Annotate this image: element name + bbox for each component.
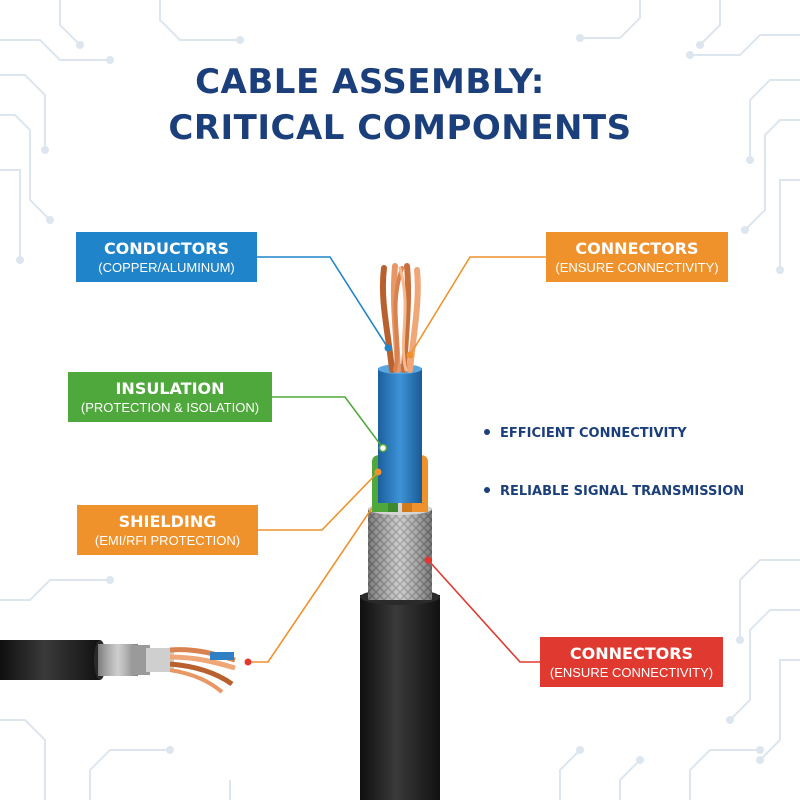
bullet-text: RELIABLE SIGNAL TRANSMISSION: [500, 484, 745, 499]
leader-lines: [248, 256, 546, 663]
label-connectors-top-sub: (ENSURE CONNECTIVITY): [555, 259, 719, 275]
braided-shield: [368, 503, 432, 600]
bullet-item: RELIABLE SIGNAL TRANSMISSION: [484, 484, 744, 499]
bullet-dot-icon: [484, 428, 490, 435]
outer-jacket: [360, 589, 440, 800]
bullet-text: EFFICIENT CONNECTIVITY: [500, 426, 687, 441]
label-conductors-heading: CONDUCTORS: [103, 238, 230, 258]
inner-insulation-core: [378, 364, 422, 503]
label-insulation: INSULATION (PROTECTION & ISOLATION): [68, 372, 272, 422]
leader-dots: [244, 344, 432, 666]
bullet-item: EFFICIENT CONNECTIVITY: [484, 426, 687, 441]
label-connectors-top: CONNECTORS (ENSURE CONNECTIVITY): [546, 232, 728, 282]
label-connectors-top-heading: CONNECTORS: [575, 238, 699, 258]
label-connectors-bottom-heading: CONNECTORS: [569, 643, 694, 663]
title-line-2: CRITICAL COMPONENTS: [168, 108, 632, 148]
label-insulation-heading: INSULATION: [115, 378, 225, 398]
label-shielding-sub: (EMI/RFI PROTECTION): [94, 532, 241, 548]
label-connectors-bottom: CONNECTORS (ENSURE CONNECTIVITY): [540, 637, 723, 687]
label-insulation-sub: (PROTECTION & ISOLATION): [80, 399, 260, 415]
side-cable: [0, 640, 236, 694]
copper-strands: [379, 263, 421, 373]
label-connectors-bottom-sub: (ENSURE CONNECTIVITY): [549, 664, 714, 680]
label-conductors-sub: (COPPER/ALUMINUM): [98, 259, 235, 275]
bullet-dot-icon: [484, 486, 490, 493]
label-shielding-heading: SHIELDING: [118, 511, 217, 531]
title-line-1: CABLE ASSEMBLY:: [195, 62, 545, 102]
label-conductors: CONDUCTORS (COPPER/ALUMINUM): [76, 232, 257, 282]
label-shielding: SHIELDING (EMI/RFI PROTECTION): [77, 505, 258, 555]
